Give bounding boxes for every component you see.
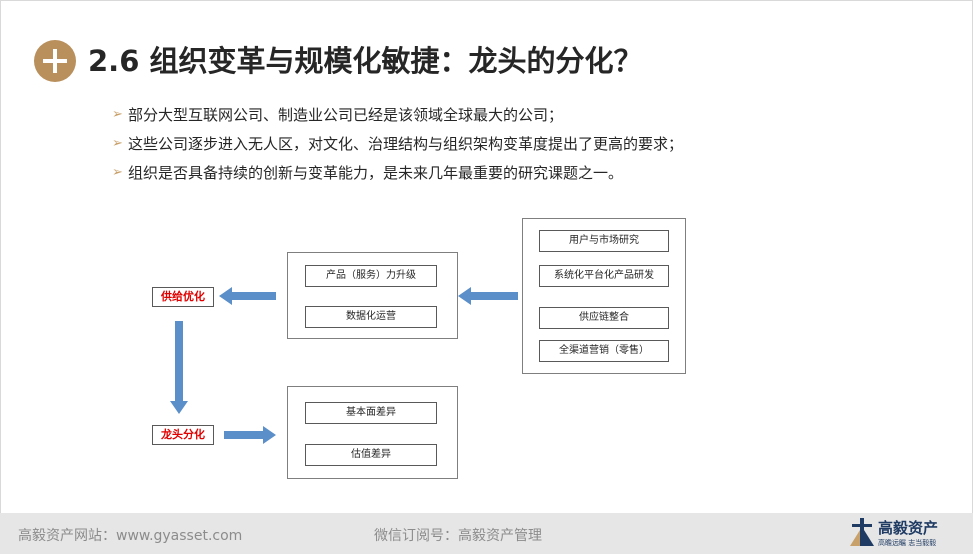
- company-logo-icon: [850, 518, 874, 546]
- upgrade-box: 数据化运营: [305, 306, 437, 328]
- bullet-item: ➢这些公司逐步进入无人区，对文化、治理结构与组织架构变革度提出了更高的要求；: [112, 135, 684, 153]
- arrow-left-icon: [219, 287, 276, 305]
- arrow-bullet-icon: ➢: [112, 165, 123, 180]
- page-title: 2.6 组织变革与规模化敏捷：龙头的分化？: [88, 44, 643, 78]
- capability-box: 系统化平台化产品研发: [539, 265, 669, 287]
- plus-icon: [34, 40, 76, 82]
- logo-name: 高毅资产: [878, 519, 939, 537]
- upgrade-box: 产品（服务）力升级: [305, 265, 437, 287]
- arrow-left-icon: [458, 287, 518, 305]
- bullet-list: ➢部分大型互联网公司、制造业公司已经是该领域全球最大的公司； ➢这些公司逐步进入…: [112, 104, 683, 191]
- differentiation-box: 基本面差异: [305, 402, 437, 424]
- arrow-bullet-icon: ➢: [112, 136, 123, 151]
- arrow-right-icon: [224, 426, 276, 444]
- arrow-bullet-icon: ➢: [112, 107, 123, 122]
- logo-slogan: 高瞻远瞩 志当毅毅: [878, 539, 937, 547]
- footer: 高毅资产网站：www.gyasset.com 微信订阅号：高毅资产管理 高毅资产…: [0, 513, 973, 554]
- bullet-item: ➢组织是否具备持续的创新与变革能力，是未来几年最重要的研究课题之一。: [112, 164, 624, 182]
- leader-divergence-label: 龙头分化: [152, 425, 214, 445]
- arrow-down-icon: [170, 321, 188, 414]
- footer-wechat: 微信订阅号：高毅资产管理: [374, 528, 542, 544]
- bullet-item: ➢部分大型互联网公司、制造业公司已经是该领域全球最大的公司；: [112, 106, 564, 124]
- footer-website: 高毅资产网站：www.gyasset.com: [18, 528, 243, 544]
- capability-box: 供应链整合: [539, 307, 669, 329]
- supply-optimization-label: 供给优化: [152, 287, 214, 307]
- capability-box: 全渠道营销（零售）: [539, 340, 669, 362]
- capability-box: 用户与市场研究: [539, 230, 669, 252]
- differentiation-box: 估值差异: [305, 444, 437, 466]
